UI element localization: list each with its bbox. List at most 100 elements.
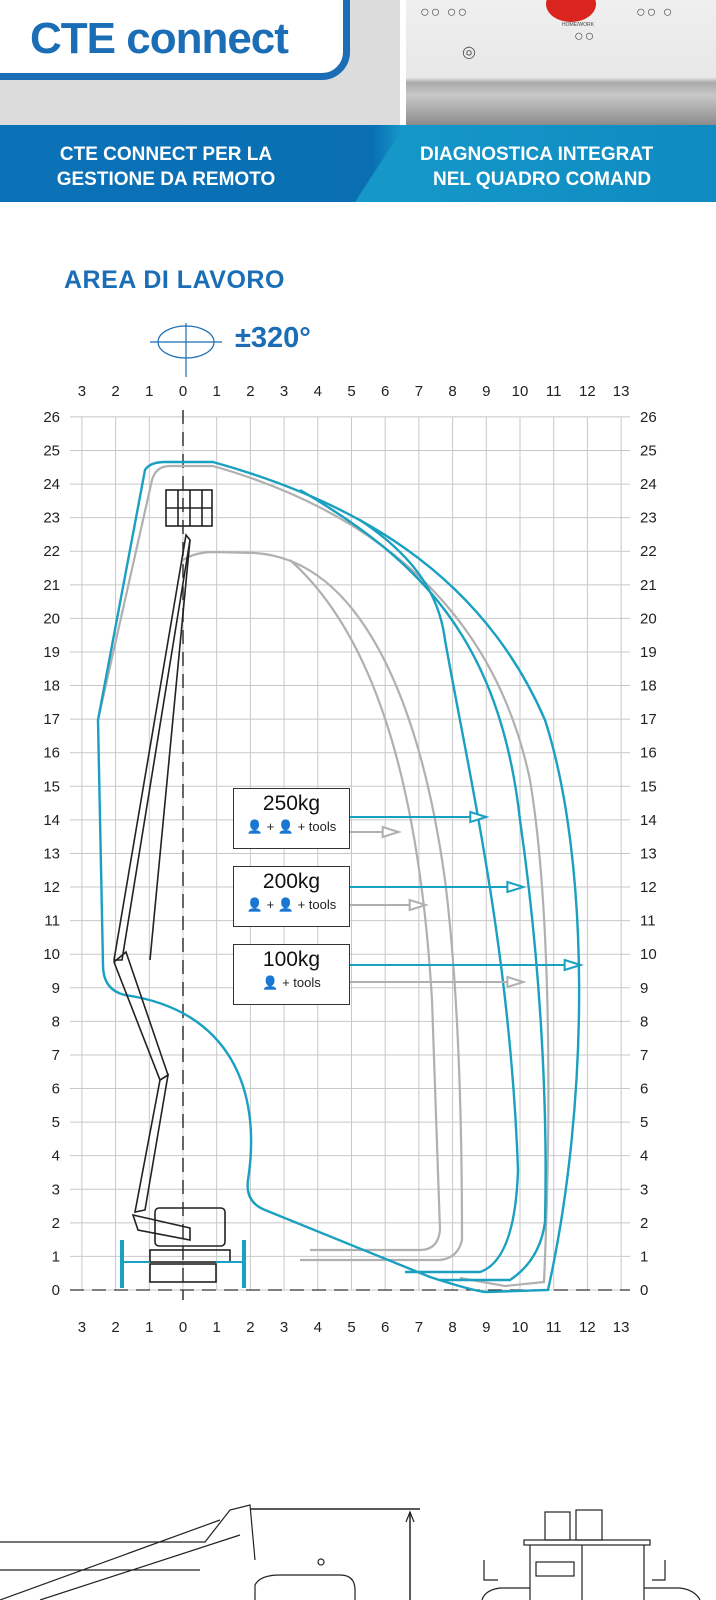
x-tick-top: 2 xyxy=(246,383,254,400)
knob-icon: ○○ xyxy=(574,28,596,45)
x-tick-bottom: 2 xyxy=(111,1319,119,1336)
y-tick-left: 25 xyxy=(43,443,60,460)
y-tick-left: 6 xyxy=(52,1081,60,1098)
x-tick-bottom: 3 xyxy=(280,1319,288,1336)
y-tick-left: 3 xyxy=(52,1181,60,1198)
y-tick-right: 18 xyxy=(640,678,657,695)
y-tick-left: 0 xyxy=(52,1282,60,1299)
header-logo-panel: CTE connect xyxy=(0,0,400,125)
x-tick-bottom: 10 xyxy=(512,1319,529,1336)
y-tick-right: 24 xyxy=(640,476,657,493)
y-tick-right: 2 xyxy=(640,1215,648,1232)
y-tick-left: 20 xyxy=(43,610,60,627)
load-box-200kg: 200kg 👤 + 👤 + tools xyxy=(233,866,350,927)
two-persons-tools-icon: 👤 + 👤 + tools xyxy=(246,819,337,834)
gray-envelope-outer xyxy=(96,464,550,1288)
section-title: AREA DI LAVORO xyxy=(64,266,285,294)
y-tick-right: 3 xyxy=(640,1181,648,1198)
y-tick-right: 0 xyxy=(640,1282,648,1299)
y-tick-right: 7 xyxy=(640,1047,648,1064)
control-panel-photo: ○○ ○○ ○○ ○ ○○ ◎ HOME/WORK xyxy=(406,0,716,125)
blue-envelope-100kg xyxy=(96,460,581,1294)
y-tick-left: 9 xyxy=(52,980,60,997)
x-tick-top: 9 xyxy=(482,383,490,400)
x-tick-top: 3 xyxy=(78,383,86,400)
y-tick-left: 17 xyxy=(43,711,60,728)
rotation-ellipse-icon xyxy=(150,323,222,377)
tick-labels: 3322110011223344556677889910101111121213… xyxy=(43,383,656,1336)
x-tick-bottom: 1 xyxy=(213,1319,221,1336)
x-tick-bottom: 4 xyxy=(314,1319,322,1336)
y-tick-right: 11 xyxy=(640,913,656,930)
caption-left-line1: CTE CONNECT PER LA xyxy=(59,144,273,165)
x-tick-top: 4 xyxy=(314,383,322,400)
y-tick-right: 15 xyxy=(640,778,657,795)
x-tick-top: 2 xyxy=(111,383,119,400)
load-box-250kg: 250kg 👤 + 👤 + tools xyxy=(233,788,350,849)
panel-label: HOME/WORK xyxy=(562,22,594,28)
x-tick-top: 6 xyxy=(381,383,389,400)
x-tick-bottom: 12 xyxy=(579,1319,596,1336)
arrowhead-icon xyxy=(506,880,527,894)
blue-envelope-200kg xyxy=(299,488,547,1282)
caption-band xyxy=(0,125,716,202)
emergency-button-photo xyxy=(546,0,596,22)
y-tick-right: 22 xyxy=(640,543,657,560)
x-tick-bottom: 6 xyxy=(381,1319,389,1336)
y-tick-right: 9 xyxy=(640,980,648,997)
y-tick-right: 12 xyxy=(640,879,657,896)
x-tick-bottom: 0 xyxy=(179,1319,187,1336)
y-tick-left: 14 xyxy=(43,812,60,829)
y-tick-right: 26 xyxy=(640,409,657,426)
y-tick-left: 22 xyxy=(43,543,60,560)
gray-envelope-mid xyxy=(182,550,464,1262)
stabilizers xyxy=(120,1240,246,1288)
x-tick-top: 11 xyxy=(546,383,562,400)
y-tick-left: 19 xyxy=(43,644,60,661)
y-tick-right: 13 xyxy=(640,845,657,862)
load-box-100kg: 100kg 👤 + tools xyxy=(233,944,350,1005)
load-label: 200kg xyxy=(262,870,321,893)
cte-connect-logo xyxy=(0,0,350,80)
x-tick-bottom: 1 xyxy=(145,1319,153,1336)
two-persons-tools-icon: 👤 + 👤 + tools xyxy=(246,897,337,912)
knob-icon: ○○ ○ xyxy=(636,4,674,21)
logo-text: CTE connect xyxy=(30,14,289,63)
knob-icon: ○○ ○○ xyxy=(420,4,469,21)
arrowhead-icon xyxy=(381,825,403,839)
y-tick-right: 21 xyxy=(640,577,657,594)
machine-front-view xyxy=(481,1509,701,1600)
load-label: 100kg xyxy=(262,948,321,971)
y-tick-left: 11 xyxy=(44,913,60,930)
x-tick-top: 1 xyxy=(145,383,153,400)
key-switch-icon: ◎ xyxy=(462,44,477,61)
y-tick-left: 5 xyxy=(52,1114,60,1131)
caption-left: CTE CONNECT PER LA GESTIONE DA REMOTO xyxy=(16,142,316,192)
x-tick-top: 7 xyxy=(415,383,423,400)
arrowhead-icon xyxy=(469,810,490,824)
x-tick-top: 1 xyxy=(213,383,221,400)
load-label: 250kg xyxy=(262,792,321,815)
y-tick-right: 14 xyxy=(640,812,657,829)
x-tick-top: 8 xyxy=(448,383,456,400)
caption-right-line2: NEL QUADRO COMAND xyxy=(433,169,652,190)
y-tick-left: 8 xyxy=(52,1013,60,1030)
y-tick-right: 6 xyxy=(640,1081,648,1098)
y-tick-left: 10 xyxy=(43,946,60,963)
y-tick-left: 26 xyxy=(43,409,60,426)
load-arrows xyxy=(350,810,585,989)
y-tick-right: 16 xyxy=(640,745,657,762)
x-tick-top: 3 xyxy=(280,383,288,400)
arrowhead-icon xyxy=(408,898,429,912)
x-tick-top: 0 xyxy=(179,383,187,400)
y-tick-left: 12 xyxy=(43,879,60,896)
x-tick-bottom: 2 xyxy=(246,1319,254,1336)
x-tick-top: 13 xyxy=(613,383,630,400)
arrowhead-icon xyxy=(563,958,585,972)
y-tick-right: 1 xyxy=(640,1248,648,1265)
machine-drawing xyxy=(113,489,231,1283)
caption-right-line1: DIAGNOSTICA INTEGRAT xyxy=(420,144,654,165)
y-tick-left: 24 xyxy=(43,476,60,493)
x-tick-bottom: 3 xyxy=(78,1319,86,1336)
y-tick-right: 25 xyxy=(640,443,657,460)
